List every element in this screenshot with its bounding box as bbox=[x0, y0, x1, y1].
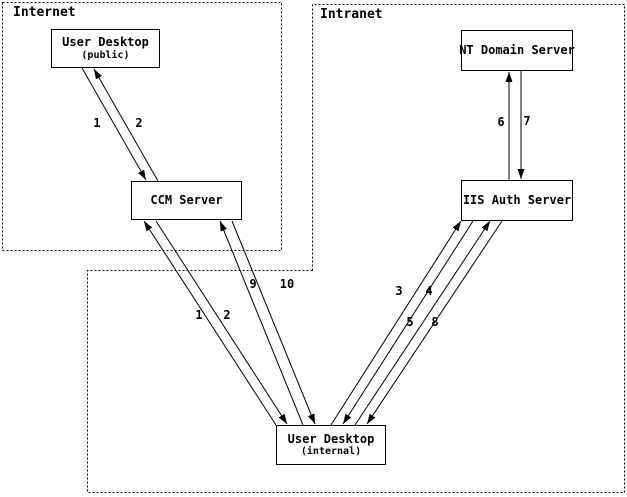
internet-zone-border bbox=[2, 2, 282, 251]
node-ccm-server: CCM Server bbox=[131, 181, 242, 220]
edge-3-internal-desktop-to-iis bbox=[330, 220, 462, 426]
edge-label-3: 3 bbox=[395, 284, 403, 298]
edge-5-internal-desktop-to-iis bbox=[354, 220, 491, 426]
edge-9-internal-desktop-to-ccm bbox=[219, 220, 304, 426]
edge-10-ccm-to-internal-desktop bbox=[231, 220, 316, 425]
intranet-zone-label: Intranet bbox=[320, 7, 383, 22]
edge-2-ccm-to-public-desktop bbox=[93, 68, 159, 182]
edge-2-ccm-to-internal-desktop bbox=[155, 220, 288, 425]
edge-label-1-public: 1 bbox=[93, 116, 101, 130]
edge-label-9: 9 bbox=[249, 277, 257, 291]
intranet-zone-border bbox=[87, 4, 625, 493]
edge-label-6: 6 bbox=[497, 115, 505, 129]
node-iis-auth-server: IIS Auth Server bbox=[461, 180, 573, 221]
node-title: NT Domain Server bbox=[459, 42, 575, 57]
node-nt-domain-server: NT Domain Server bbox=[459, 30, 575, 71]
node-title: CCM Server bbox=[150, 192, 223, 207]
edge-label-4: 4 bbox=[425, 284, 433, 298]
node-subtitle: (public) bbox=[81, 49, 130, 61]
edge-label-10: 10 bbox=[279, 277, 295, 291]
edge-8-iis-to-internal-desktop bbox=[366, 220, 503, 425]
edge-label-8: 8 bbox=[431, 315, 439, 329]
node-title: IIS Auth Server bbox=[462, 192, 572, 207]
edge-label-5: 5 bbox=[406, 315, 414, 329]
edge-1-internal-desktop-to-ccm bbox=[143, 220, 277, 426]
node-user-desktop-public: User Desktop (public) bbox=[51, 29, 160, 68]
edge-label-7: 7 bbox=[523, 114, 531, 128]
edge-label-1-internal: 1 bbox=[195, 308, 203, 322]
edge-label-2-public: 2 bbox=[135, 116, 143, 130]
edge-4-iis-to-internal-desktop bbox=[342, 220, 474, 425]
node-user-desktop-internal: User Desktop (internal) bbox=[276, 425, 386, 465]
node-title: User Desktop bbox=[62, 35, 149, 50]
node-title: User Desktop bbox=[287, 431, 375, 446]
node-subtitle: (internal) bbox=[300, 446, 362, 458]
edge-1-public-desktop-to-ccm bbox=[81, 67, 147, 181]
internet-zone-label: Internet bbox=[13, 5, 76, 20]
edge-label-2-internal: 2 bbox=[223, 308, 231, 322]
